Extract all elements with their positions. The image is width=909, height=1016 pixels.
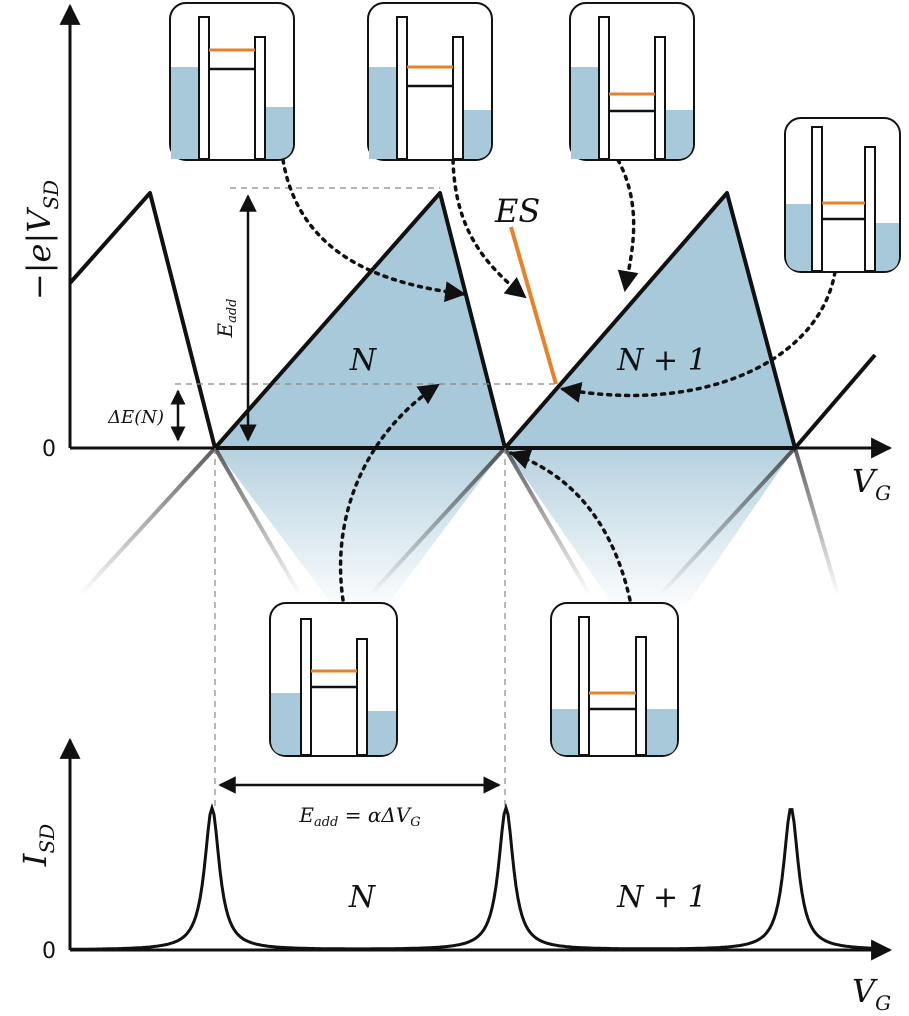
top-y-axis-label: −|e|VSD [20,180,63,300]
top-panel: Eadd ΔE(N) ES N N + 1 −|e|VSD VG 0 [20,3,893,810]
diamond-n1-label: N + 1 [616,343,707,378]
current-peaks-curve [70,802,881,951]
peak-region-n-label: N [348,880,377,915]
left-diamond-edge [68,191,217,449]
es-label: ES [494,192,540,230]
energy-inset-4 [784,117,901,273]
delta-e-label: ΔE(N) [107,407,164,428]
energy-inset-6 [550,602,679,757]
energy-inset-5 [269,602,398,757]
top-zero-label: 0 [42,437,56,462]
diamond-n [213,191,507,450]
dotted-arrows [281,158,837,602]
peak-spacing-label: Eadd = αΔVG [298,803,420,830]
bottom-x-axis-label: VG [852,972,891,1015]
energy-inset-3 [569,2,695,161]
guide-lines [175,187,555,810]
e-add-label: Eadd [213,298,240,338]
lower-faded-lines [78,446,840,597]
energy-inset-1 [169,2,295,161]
excited-state-line [509,226,558,385]
top-x-axis-label: VG [852,462,891,505]
bottom-zero-label: 0 [42,939,56,964]
peak-region-n1-label: N + 1 [616,880,707,915]
lower-diamond-fill-n [215,448,505,615]
energy-inset-2 [367,2,493,161]
bottom-y-axis-label: ISD [16,824,59,867]
lower-diamond-fill-n1 [505,448,795,615]
diamond-n1 [503,191,797,450]
bottom-panel: Eadd = αΔVG N N + 1 ISD VG 0 [16,737,893,1015]
right-diamond-edge [793,353,877,450]
diamond-n-label: N [349,343,378,378]
